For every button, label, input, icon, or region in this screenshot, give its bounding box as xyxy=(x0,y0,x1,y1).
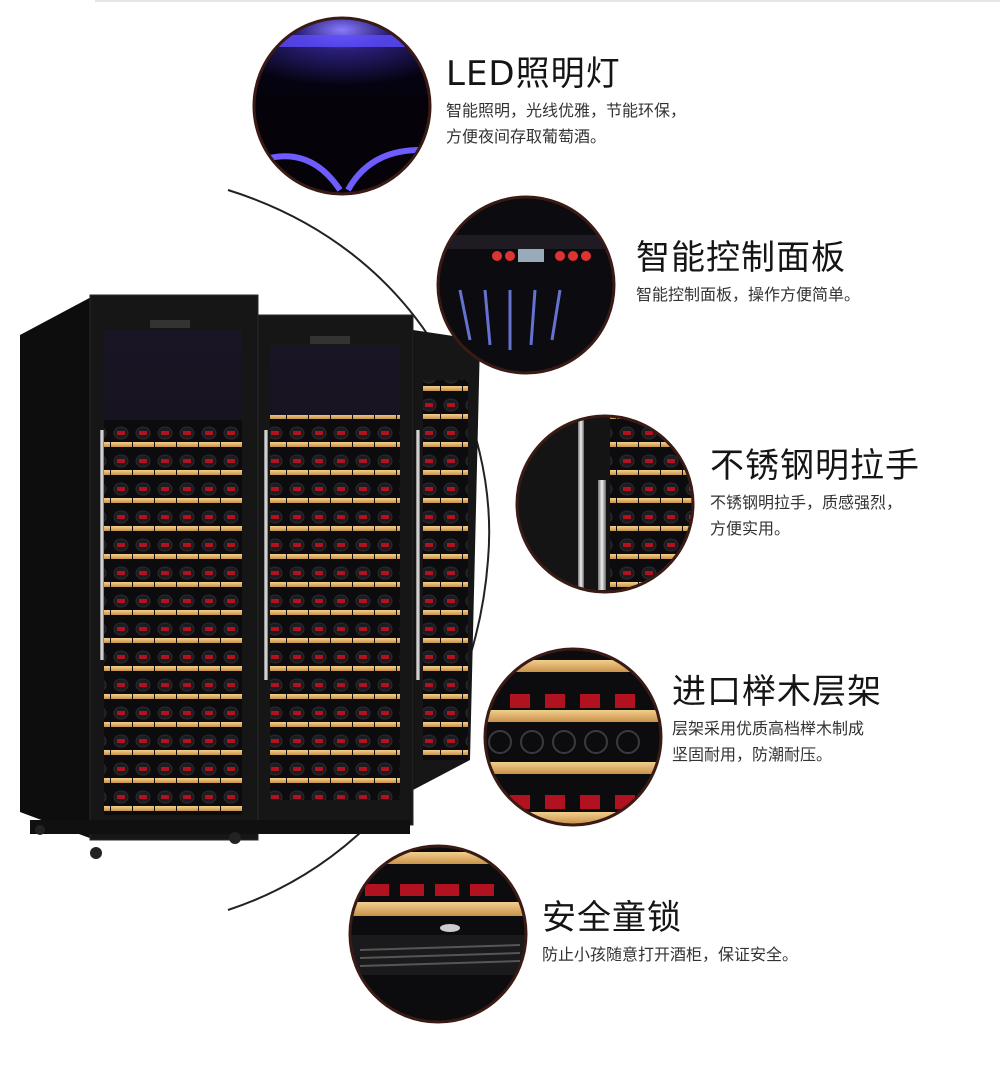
feature-child-lock: 安全童锁 防止小孩随意打开酒柜，保证安全。 xyxy=(542,898,798,968)
feature-led-light: LED照明灯 智能照明，光线优雅，节能环保， 方便夜间存取葡萄酒。 xyxy=(446,54,686,150)
top-divider-line xyxy=(95,0,1000,2)
child-lock-detail-image xyxy=(348,844,528,1024)
beech-shelf-detail-image xyxy=(483,647,663,827)
feature-steel-handle: 不锈钢明拉手 不锈钢明拉手，质感强烈， 方便实用。 xyxy=(710,446,920,542)
feature-title: LED照明灯 xyxy=(446,54,621,94)
feature-desc-line: 不锈钢明拉手，质感强烈， xyxy=(710,493,903,512)
feature-title: 进口榉木层架 xyxy=(672,672,882,712)
feature-desc-line: 坚固耐用，防潮耐压。 xyxy=(672,745,833,764)
feature-control-panel: 智能控制面板 智能控制面板，操作方便简单。 xyxy=(636,238,860,308)
feature-title: 智能控制面板 xyxy=(636,238,846,278)
feature-desc-line: 方便夜间存取葡萄酒。 xyxy=(446,127,607,146)
steel-handle-detail-image xyxy=(515,414,695,594)
feature-title: 安全童锁 xyxy=(542,898,682,938)
feature-desc-line: 方便实用。 xyxy=(710,519,791,538)
feature-desc-line: 智能控制面板，操作方便简单。 xyxy=(636,285,861,304)
feature-desc-line: 防止小孩随意打开酒柜，保证安全。 xyxy=(542,945,799,964)
feature-desc-line: 层架采用优质高档榉木制成 xyxy=(672,719,865,738)
feature-desc-line: 智能照明，光线优雅，节能环保， xyxy=(446,101,687,120)
feature-title: 不锈钢明拉手 xyxy=(710,446,920,486)
control-panel-detail-image xyxy=(436,195,616,375)
led-light-detail-image xyxy=(252,16,432,196)
feature-beech-shelf: 进口榉木层架 层架采用优质高档榉木制成 坚固耐用，防潮耐压。 xyxy=(672,672,882,768)
wine-cabinet-group xyxy=(20,294,480,859)
